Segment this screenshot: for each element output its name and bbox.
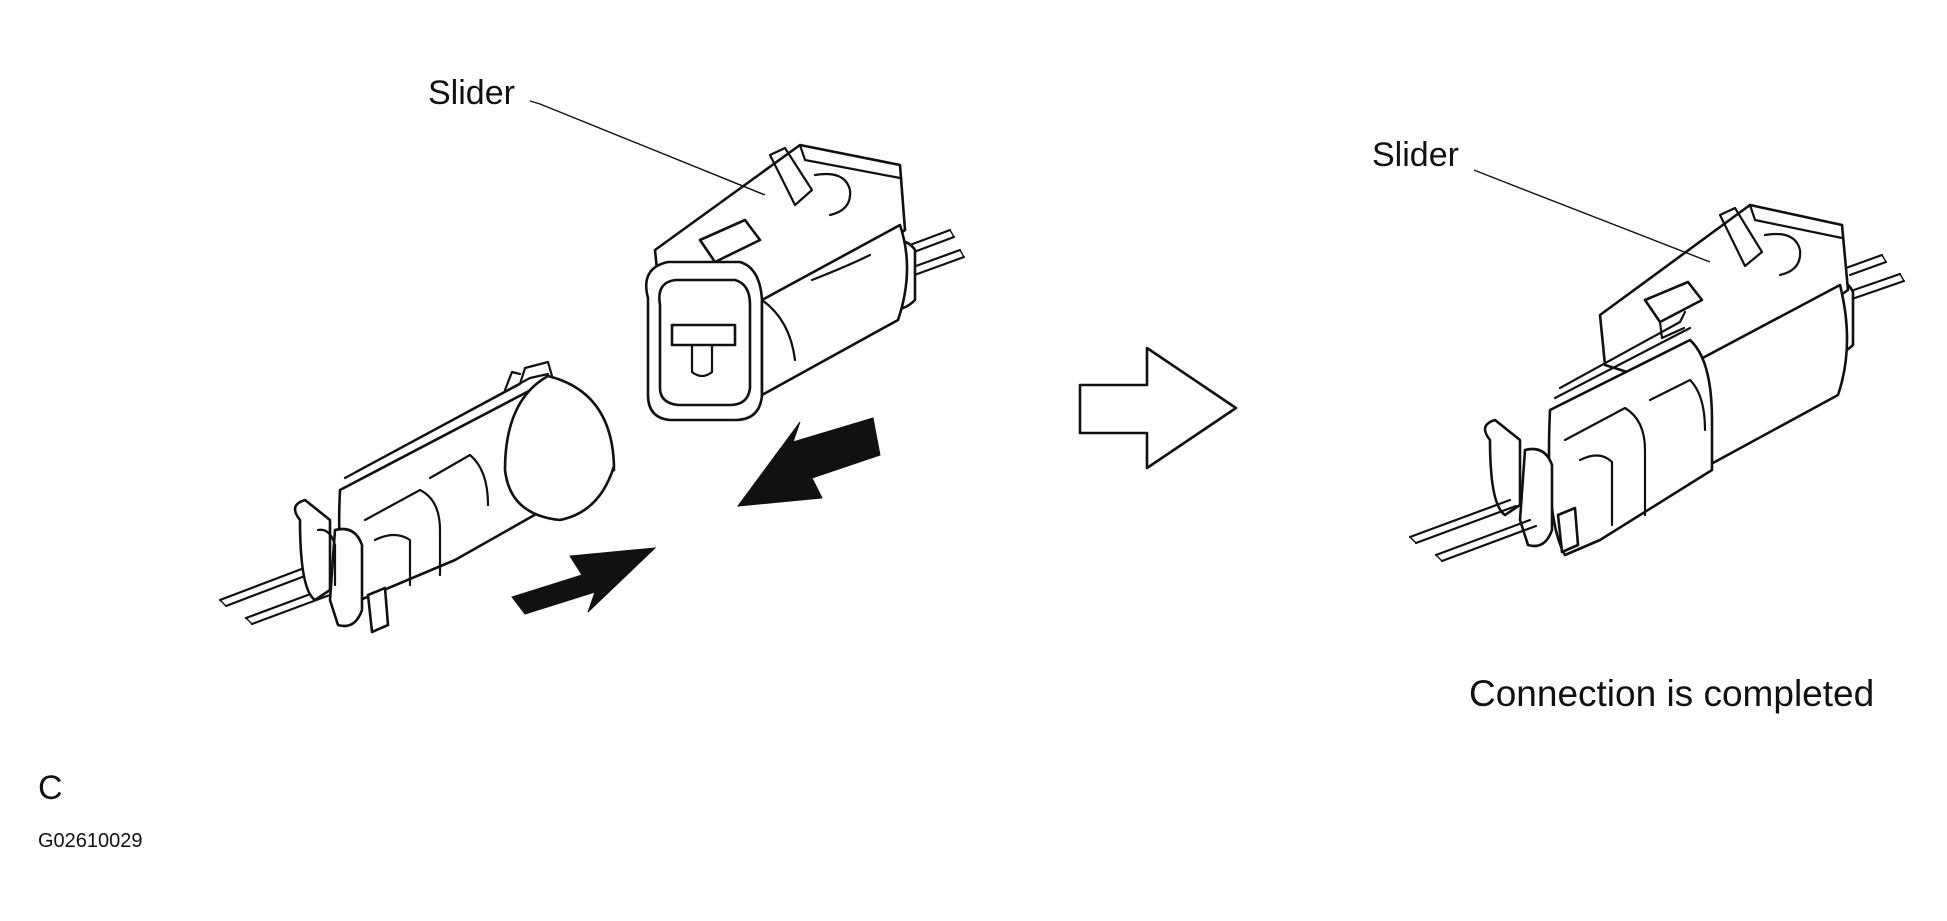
push-arrow-left-icon (736, 417, 881, 507)
slider-label-left: Slider (428, 74, 515, 112)
male-connector-left (218, 360, 616, 634)
connection-caption: Connection is completed (1469, 673, 1875, 714)
slider-leader-left (529, 100, 766, 196)
assembled-connector-right (1408, 203, 1906, 563)
slider-leader-right (1473, 169, 1711, 263)
figure-code: G02610029 (38, 830, 143, 852)
figure-letter: C (38, 769, 63, 807)
result-arrow-icon (1078, 346, 1238, 470)
female-connector-left (644, 143, 966, 422)
slider-label-right: Slider (1372, 136, 1459, 174)
push-arrow-right-icon (511, 547, 657, 615)
